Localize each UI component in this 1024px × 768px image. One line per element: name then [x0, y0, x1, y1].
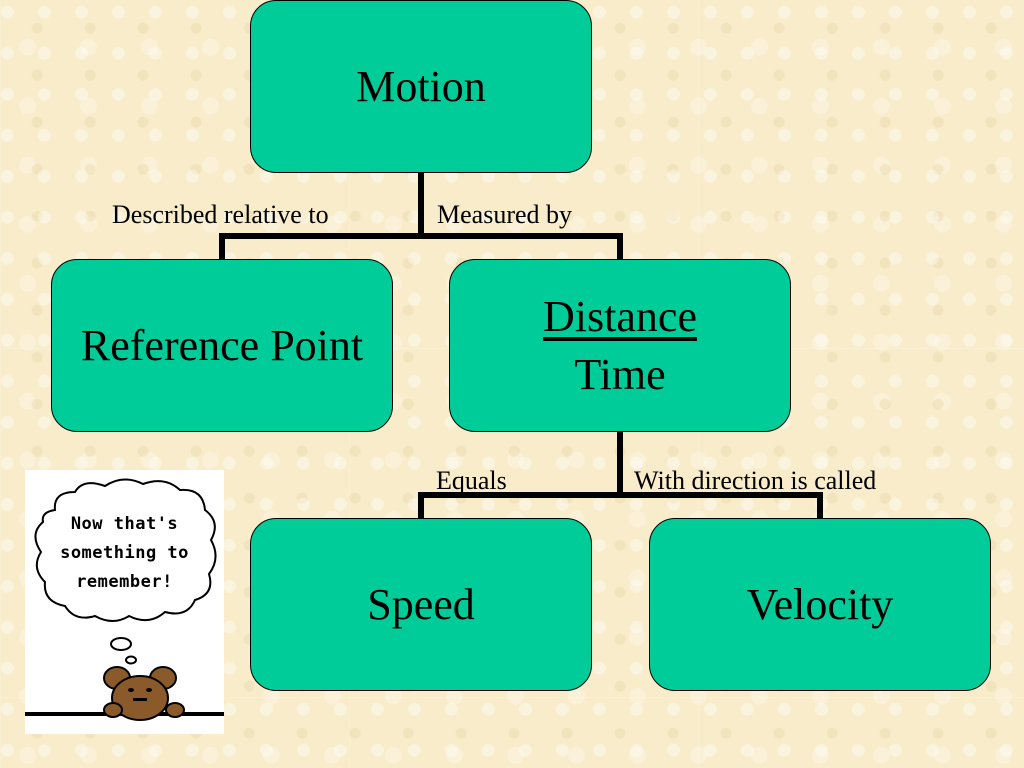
edge-label-with-direction: With direction is called	[634, 466, 877, 495]
node-velocity-label: Velocity	[746, 579, 894, 629]
node-time-label: Time	[574, 349, 666, 399]
node-distance-time: Distance Time	[449, 259, 791, 432]
thought-dot-small	[125, 655, 137, 665]
node-reference-point-label: Reference Point	[80, 320, 364, 370]
node-reference-point: Reference Point	[51, 259, 393, 432]
node-motion-label: Motion	[356, 61, 486, 111]
thinking-mouse-clipart: Now that's something to remember!	[25, 470, 224, 734]
node-velocity: Velocity	[649, 518, 991, 691]
node-motion: Motion	[250, 0, 592, 173]
node-speed-label: Speed	[367, 579, 475, 629]
edge-label-equals: Equals	[436, 466, 507, 495]
thought-line-1: Now that's	[70, 514, 179, 534]
thought-line-2: something to	[60, 543, 189, 563]
thought-dot-large	[110, 637, 132, 651]
mouse-face-icon	[128, 688, 152, 701]
thought-line-3: remember!	[76, 572, 173, 592]
edge-label-described-relative-to: Described relative to	[112, 200, 329, 229]
mouse-icon	[103, 666, 185, 721]
thought-bubble-illustration	[25, 478, 224, 721]
edge-label-measured-by: Measured by	[437, 200, 573, 229]
node-speed: Speed	[250, 518, 592, 691]
thought-cloud-icon	[34, 478, 217, 622]
node-distance-label: Distance	[543, 292, 697, 342]
thought-bubble-text: Now that's something to remember!	[25, 510, 224, 597]
